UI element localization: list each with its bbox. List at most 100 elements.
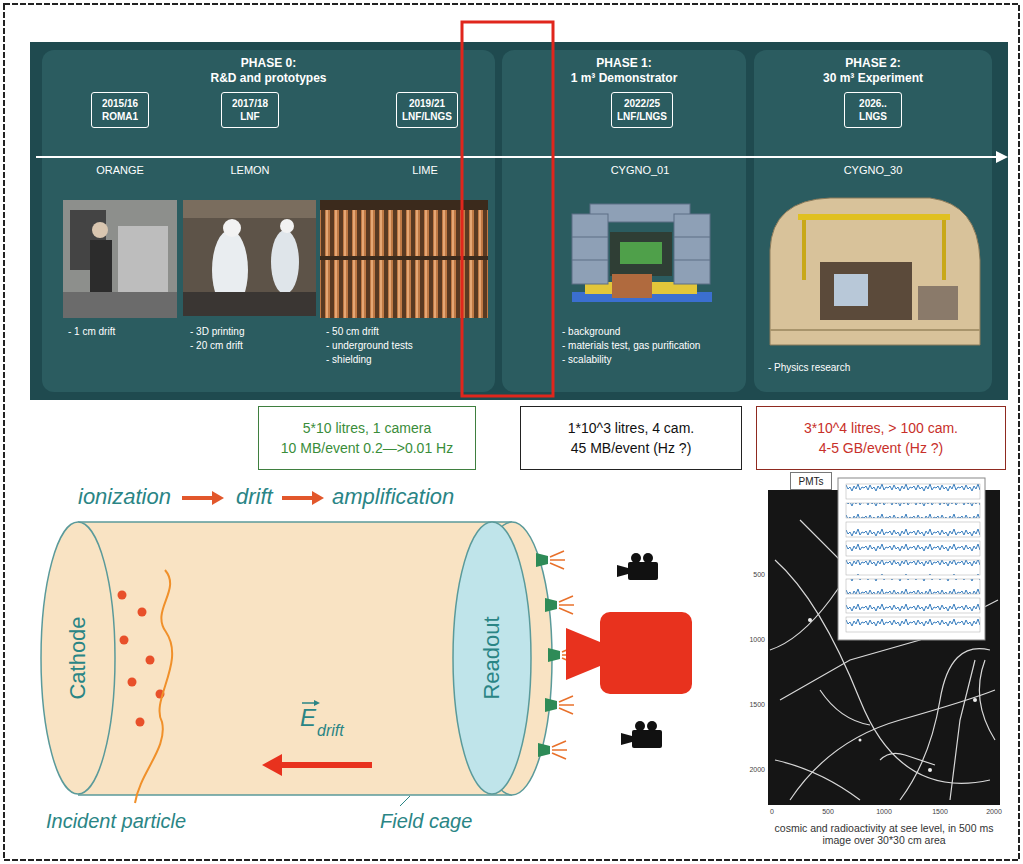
feature-item: - 1 cm drift: [68, 326, 115, 337]
track-image: [950, 660, 975, 800]
pmt-panel: [846, 579, 980, 594]
part-label: Incident particle: [46, 810, 186, 833]
track-image: [768, 490, 1000, 805]
volume-text: 1*10^3 litres, 4 cam.: [568, 418, 694, 438]
phase-heading: PHASE 1:: [596, 56, 651, 71]
prototype-name: ORANGE: [96, 164, 144, 176]
highlight-box: [462, 22, 553, 396]
lemon-photo: [280, 219, 294, 233]
amplifier-symbol: [545, 596, 574, 614]
rate-text: 10 MB/event 0.2—>0.01 Hz: [281, 438, 453, 458]
rate-text: 45 MB/event (Hz ?): [571, 438, 692, 458]
field-cage-body: [78, 522, 552, 795]
tag-text: PMTs: [799, 476, 824, 487]
volume-text: 5*10 litres, 1 camera: [303, 418, 431, 438]
location-box: 2019/21LNF/LNGS: [396, 92, 458, 128]
lemon-photo: [223, 219, 241, 237]
leader-line: [400, 796, 410, 806]
track-image: [859, 739, 862, 742]
field-arrow: [278, 762, 372, 768]
volume-text: 3*10^4 litres, > 100 cam.: [804, 418, 958, 438]
track-image: [790, 690, 995, 800]
timeline-banner: [30, 42, 1008, 400]
cygno01-drawing: [674, 260, 710, 261]
track-image: [808, 618, 977, 772]
feature-item: - shielding: [326, 354, 372, 365]
outer-frame: [4, 4, 1019, 860]
lemon-photo: [183, 200, 316, 316]
phase-heading: PHASE 0:: [241, 56, 296, 71]
ellipse-label: Readout: [479, 616, 505, 699]
axis-tick: 500: [822, 808, 834, 815]
camera-icon: [600, 612, 692, 694]
lemon-photo: [183, 200, 316, 316]
field-cage-body: [78, 521, 512, 523]
cygno30-drawing: [770, 198, 980, 345]
year-text: 2022/25: [624, 97, 660, 110]
cygno30-drawing: [798, 214, 950, 220]
track-image: [880, 753, 935, 765]
track-image: [775, 560, 990, 783]
track-image: [768, 490, 1000, 805]
ionization-dot: [118, 591, 165, 727]
cygno30-drawing: [802, 220, 806, 280]
amplifier-symbol: [545, 696, 574, 714]
process-step: ionization: [78, 484, 171, 510]
pmt-panel: [846, 541, 980, 556]
timeline-arrow: [996, 151, 1008, 163]
cygno01-drawing: [612, 274, 652, 298]
leader-line: [400, 796, 410, 806]
track-image: [808, 618, 812, 622]
axis-tick: 0: [770, 808, 774, 815]
axis-tick: 2000: [749, 766, 765, 773]
site-text: LNF/LNGS: [617, 110, 667, 123]
ellipse-label: Cathode: [65, 616, 91, 699]
camera-icon: [621, 721, 662, 748]
timeline-banner: [502, 50, 746, 392]
image-note: cosmic and radioactivity at see level, i…: [768, 822, 1000, 846]
location-box: 2015/16ROMA1: [91, 92, 149, 128]
pmt-panel: [838, 478, 985, 640]
cygno01-drawing: [674, 214, 710, 284]
track-image: [900, 649, 990, 800]
cygno30-drawing: [770, 198, 980, 345]
phase-subtitle: R&D and prototypes: [210, 71, 326, 86]
phase-panel: PHASE 2:30 m³ Experiment2026..LNGS: [754, 50, 992, 392]
feature-item: - background: [562, 326, 620, 337]
feature-item: - underground tests: [326, 340, 413, 351]
feature-item: - scalability: [562, 354, 611, 365]
orange-photo: [63, 200, 177, 318]
track-image: [928, 768, 932, 772]
cygno30-drawing: [770, 329, 980, 331]
field-cage-body: [78, 794, 512, 796]
axis-tick: 1000: [749, 636, 765, 643]
axis-tick: 500: [753, 571, 765, 578]
timeline-banner: [754, 50, 992, 392]
cygno30-drawing: [834, 274, 868, 306]
prototype-name: LEMON: [230, 164, 269, 176]
phase-subtitle: 1 m³ Demonstrator: [571, 71, 678, 86]
year-text: 2026..: [859, 97, 887, 110]
pmt-panel: [838, 478, 985, 640]
particle-track: [135, 570, 172, 803]
particle-track: [135, 570, 172, 803]
lemon-photo: [183, 200, 316, 218]
camera-icon: [566, 553, 692, 748]
process-arrow: [282, 496, 314, 500]
prototype-name: LIME: [412, 164, 438, 176]
feature-item: - 3D printing: [190, 326, 244, 337]
ionization-dot: [118, 591, 127, 600]
cygno30-drawing: [820, 262, 912, 320]
process-arrow: [212, 491, 224, 505]
part-label: Field cage: [380, 810, 472, 833]
feature-item: - 50 cm drift: [326, 326, 379, 337]
field-arrow: [262, 754, 282, 776]
pmt-panel: [846, 560, 980, 575]
field-cage-body: [78, 522, 512, 795]
track-image: [973, 698, 977, 702]
rate-text: 4-5 GB/event (Hz ?): [819, 438, 944, 458]
year-text: 2017/18: [232, 97, 268, 110]
pmt-panel: [846, 484, 980, 499]
spec-box: 5*10 litres, 1 camera10 MB/event 0.2—>0.…: [258, 406, 476, 470]
